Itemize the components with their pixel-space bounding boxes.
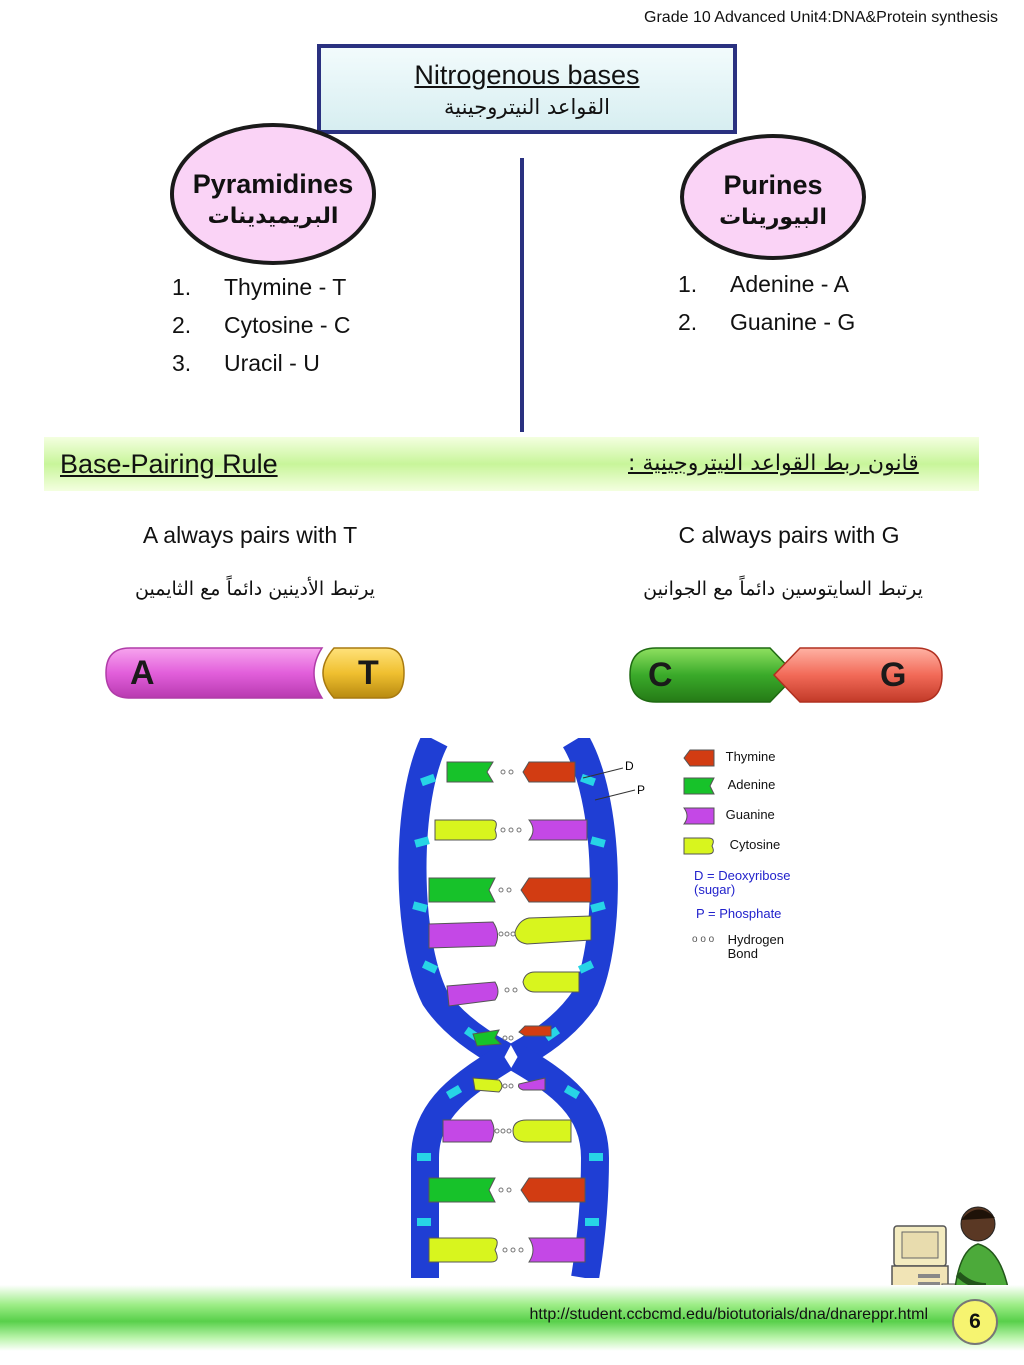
thymine-swatch-icon [683,749,715,767]
legend-hydrogen-bond: o o o Hydrogen Bond [692,933,784,961]
dna-helix-diagram: D P [398,738,645,1278]
cytosine-swatch-icon [683,837,714,855]
adenine-swatch-icon [683,777,715,795]
rule-band [44,437,979,491]
legend-label: Bond [727,946,758,961]
legend-thymine: Thymine [682,749,775,767]
list-number: 1. [172,274,192,300]
list-label: Guanine - G [730,309,856,335]
legend-label: Cytosine [729,837,781,853]
backbone-right-upper [510,738,618,1069]
list-number: 3. [172,350,192,376]
list-item: 2. Guanine - G [678,303,855,341]
list-item: 1. Thymine - T [172,268,351,306]
pair-at-english: A always pairs with T [142,522,358,548]
hydrogen-bonds [494,769,524,1253]
legend-label: Guanine [725,807,775,823]
title-arabic: القواعد النيتروجينية [444,95,610,119]
title-english: Nitrogenous bases [414,60,640,90]
base-pairs [428,761,592,1263]
pair-at-arabic: يرتبط الأدينين دائماً مع الثايمين [135,578,375,600]
d-pointer [582,767,624,779]
pair-cg-english: C always pairs with G [678,522,900,548]
legend-label: Thymine [725,749,776,765]
legend-guanine: Guanine [682,807,775,825]
guanine-segment [772,647,943,703]
footer-url[interactable]: http://student.ccbcmd.edu/biotutorials/d… [529,1306,928,1323]
d-label: D [625,759,634,773]
list-number: 2. [678,309,698,335]
legend-adenine: Adenine [682,777,775,795]
list-label: Thymine - T [224,274,347,300]
at-pair-pill: A T [105,647,405,699]
pill-letter-g: G [880,656,906,694]
purines-title: Purines [723,170,823,200]
p-pointer [594,789,636,801]
cytosine-segment [629,647,798,703]
p-label: P [637,783,645,797]
adenine-segment [105,647,324,699]
hydrogen-bond-icon: o o o [692,934,715,945]
pyrimidines-list: 1. Thymine - T 2. Cytosine - C 3. Uracil - … [172,268,351,382]
rule-title-english: Base-Pairing Rule [60,449,278,479]
pyrimidines-ellipse: Pyramidines البريميدينات [170,123,376,265]
list-item: 2. Cytosine - C [172,306,351,344]
vertical-divider [520,158,524,432]
phosphate-marks [412,773,606,1226]
purines-ellipse: Purines البيورينات [680,134,866,260]
thymine-segment [322,647,405,699]
cg-pair-pill: C G [629,647,943,703]
legend-label: Hydrogen [727,932,784,947]
title-box: Nitrogenous bases القواعد النيتروجينية [317,44,737,134]
list-item: 3. Uracil - U [172,344,351,382]
legend-cytosine: Cytosine [682,837,780,855]
list-number: 2. [172,312,192,338]
list-item: 1. Adenine - A [678,265,855,303]
rule-title-arabic: قانون ربط القواعد النيتروجينية : [628,451,919,476]
legend-label: Adenine [727,777,776,793]
purines-list: 1. Adenine - A 2. Guanine - G [678,265,855,341]
pill-letter-t: T [358,654,379,692]
page-number-badge: 6 [952,1299,998,1345]
document-header: Grade 10 Advanced Unit4:DNA&Protein synt… [644,9,998,26]
list-label: Cytosine - C [224,312,351,338]
list-label: Uracil - U [224,350,320,376]
legend-label: (sugar) [694,882,736,897]
legend-deoxyribose: D = Deoxyribose (sugar) [694,869,790,897]
pair-cg-arabic: يرتبط السايتوسين دائماً مع الجوانين [643,578,923,600]
legend-phosphate: P = Phosphate [696,906,782,921]
list-number: 1. [678,271,698,297]
pyrimidines-title: Pyramidines [192,169,354,199]
legend-label: D = Deoxyribose [694,868,791,883]
purines-arabic: البيورينات [719,205,827,230]
pill-letter-a: A [130,654,155,692]
pyrimidines-arabic: البريميدينات [207,204,339,229]
footer-band [0,1285,1024,1351]
guanine-swatch-icon [683,807,715,825]
list-label: Adenine - A [730,271,849,297]
pill-letter-c: C [648,656,673,694]
